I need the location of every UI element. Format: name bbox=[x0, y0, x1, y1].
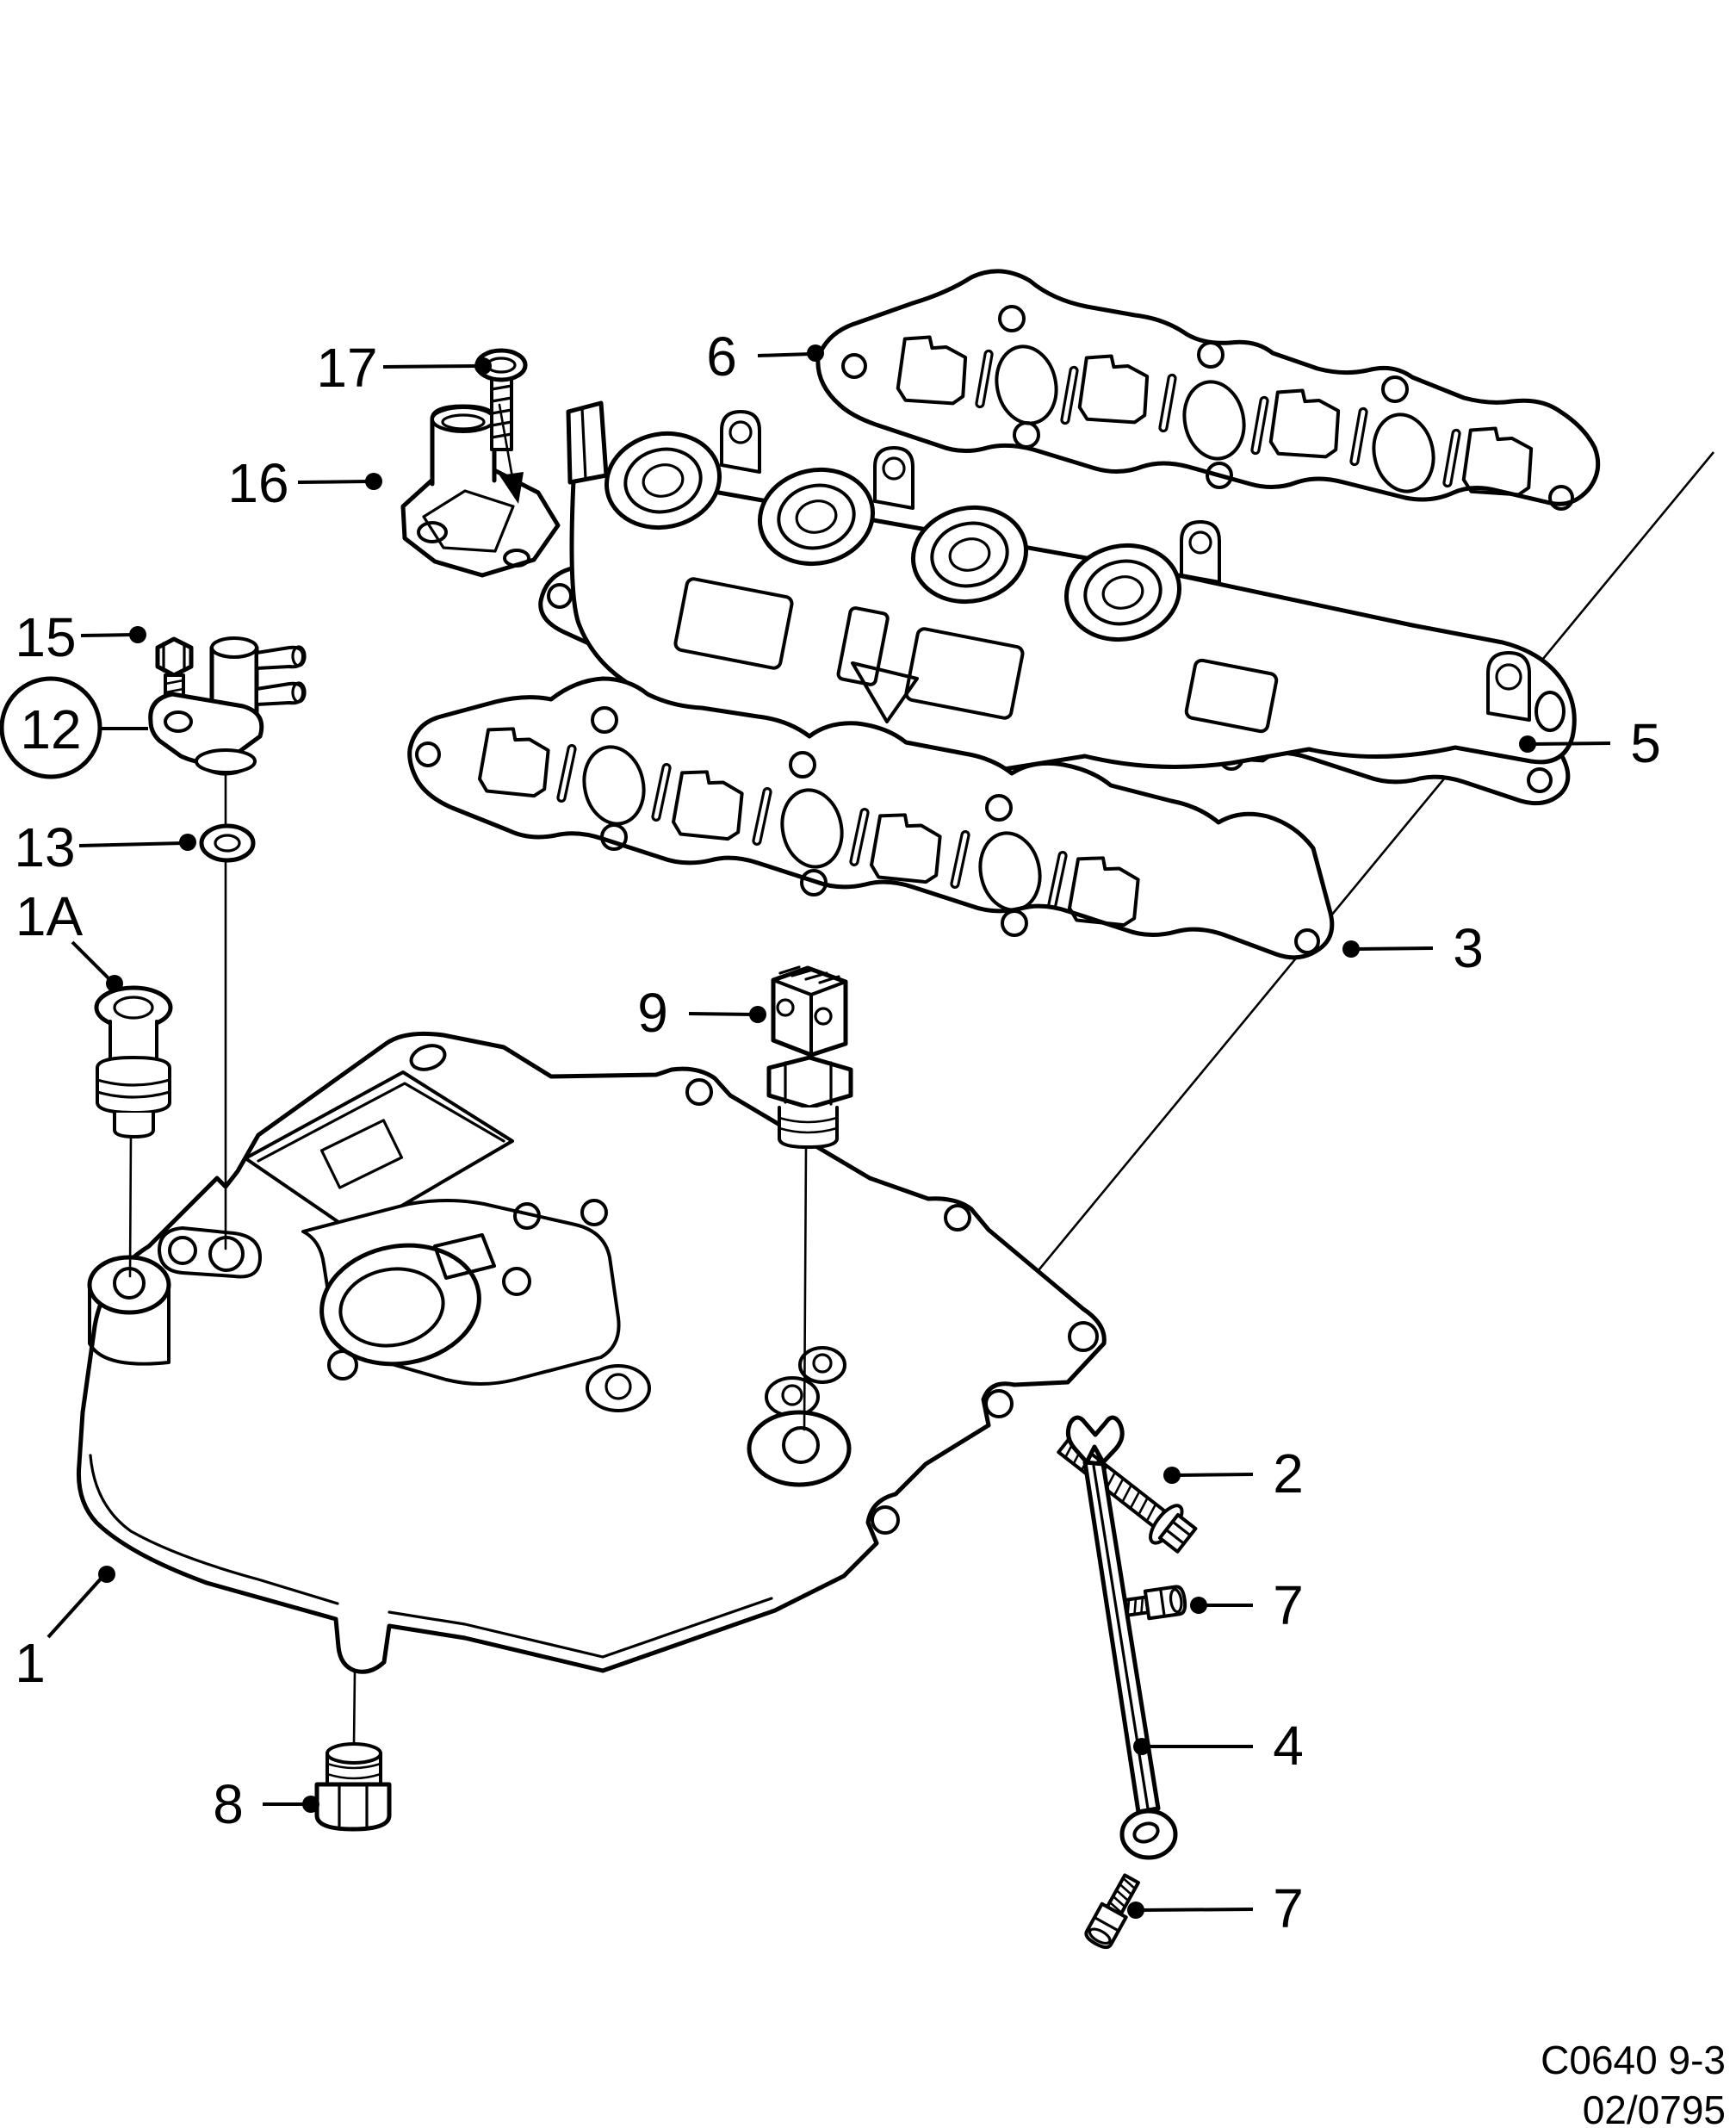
callout-13: 13 bbox=[14, 816, 196, 878]
callout-6: 6 bbox=[706, 326, 824, 388]
part-temperature-sensor bbox=[766, 965, 853, 1431]
part-washer-13 bbox=[199, 823, 256, 863]
callout-label-7-lower: 7 bbox=[1273, 1877, 1304, 1939]
part-screw-7-lower bbox=[1084, 1873, 1140, 1950]
part-connection-housing bbox=[400, 404, 561, 578]
part-intake-manifold bbox=[538, 400, 1577, 806]
part-screw-17 bbox=[474, 348, 528, 504]
callout-16: 16 bbox=[227, 452, 382, 514]
figure-date: 02/0795 bbox=[1583, 2088, 1726, 2128]
part-upper-gasket bbox=[815, 269, 1601, 511]
callout-9: 9 bbox=[637, 982, 766, 1044]
callout-label-16: 16 bbox=[227, 452, 288, 514]
callout-17: 17 bbox=[316, 337, 492, 399]
callout-1a: 1A bbox=[16, 885, 123, 992]
callouts: 17 16 15 12 13 1A 6 9 bbox=[0, 326, 1661, 1939]
assembly-line-8 bbox=[352, 1671, 356, 1746]
callout-label-3: 3 bbox=[1453, 917, 1484, 979]
callout-1: 1 bbox=[15, 1566, 115, 1694]
callout-2: 2 bbox=[1163, 1442, 1304, 1504]
figure-footer: C0640 9-3 02/0795 bbox=[1541, 2038, 1726, 2128]
assembly-line-9 bbox=[803, 1145, 808, 1431]
callout-3: 3 bbox=[1342, 917, 1484, 979]
part-plug-1a bbox=[94, 985, 173, 1278]
callout-label-7-upper: 7 bbox=[1273, 1574, 1304, 1636]
callout-label-2: 2 bbox=[1273, 1442, 1304, 1504]
callout-label-1: 1 bbox=[15, 1632, 46, 1694]
callout-8: 8 bbox=[213, 1773, 319, 1835]
callout-label-13: 13 bbox=[14, 816, 75, 878]
assembly-line-1a bbox=[128, 1133, 133, 1278]
callout-7-upper: 7 bbox=[1190, 1574, 1304, 1636]
callout-5: 5 bbox=[1519, 712, 1661, 774]
callout-15: 15 bbox=[15, 606, 146, 668]
part-camshaft-cover bbox=[76, 1031, 1107, 1674]
callout-label-9: 9 bbox=[637, 982, 668, 1044]
part-lower-gasket bbox=[407, 676, 1335, 960]
callout-label-4: 4 bbox=[1273, 1715, 1304, 1777]
callout-12-circled: 12 bbox=[0, 676, 148, 779]
part-stay-bracket bbox=[1065, 1415, 1178, 1860]
callout-label-6: 6 bbox=[706, 326, 737, 388]
callout-label-15: 15 bbox=[15, 606, 76, 668]
callout-label-1a: 1A bbox=[16, 885, 84, 947]
part-plug-screw-8 bbox=[314, 1671, 392, 1832]
callout-label-12: 12 bbox=[20, 698, 81, 760]
callout-label-17: 17 bbox=[316, 337, 377, 399]
figure-code: C0640 9-3 bbox=[1541, 2038, 1726, 2082]
part-vacuum-connection bbox=[148, 636, 307, 1250]
callout-4: 4 bbox=[1133, 1715, 1304, 1777]
callout-label-8: 8 bbox=[213, 1773, 244, 1835]
callout-7-lower: 7 bbox=[1127, 1877, 1304, 1939]
callout-label-5: 5 bbox=[1630, 712, 1661, 774]
